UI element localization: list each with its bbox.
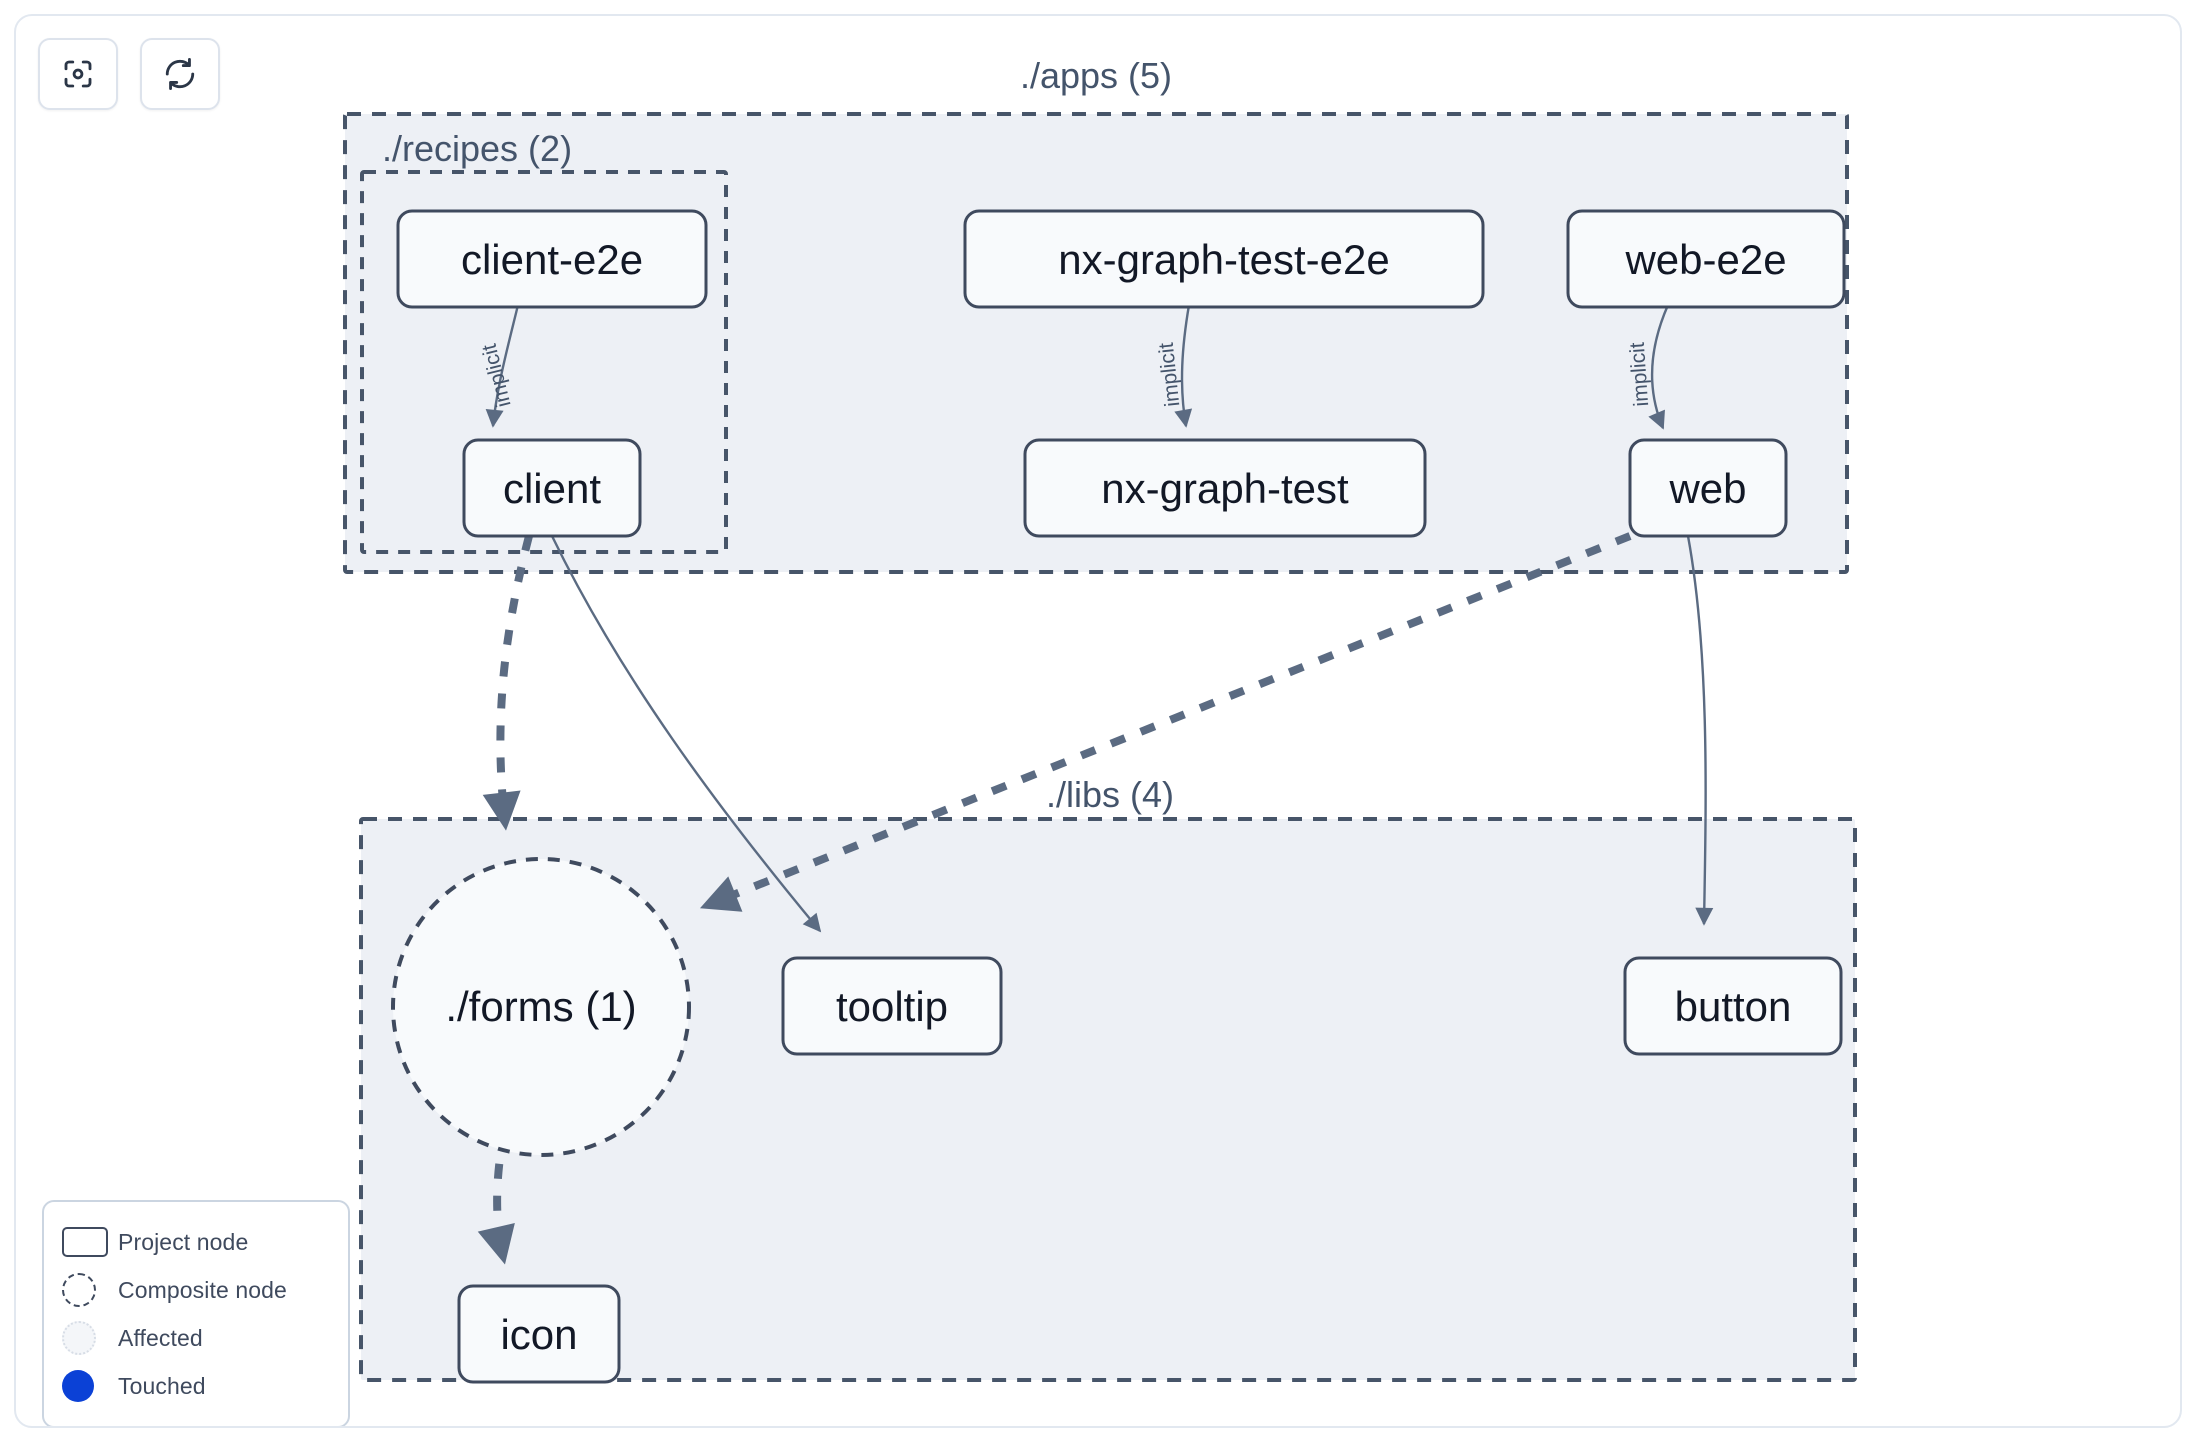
node-box[interactable]: [1628, 438, 1788, 538]
edge-line: [477, 1131, 515, 1265]
edge-line: [699, 532, 1632, 912]
edge-client-to-tooltip[interactable]: [550, 535, 822, 933]
group-libs-label: ./libs (4): [1046, 774, 1174, 815]
edge-label-implicit: implicit: [1626, 341, 1653, 407]
node-nx-graph-test[interactable]: nx-graph-test: [1023, 438, 1427, 538]
group-recipes-label: ./recipes (2): [382, 128, 572, 169]
edge-line: [1686, 535, 1714, 926]
legend-item-project-node: Project node: [62, 1218, 330, 1266]
node-box[interactable]: [1623, 956, 1843, 1056]
edge-forms-to-icon[interactable]: [477, 1131, 515, 1265]
legend-item-composite-node: Composite node: [62, 1266, 330, 1314]
node-label: icon: [500, 1311, 577, 1358]
group-apps-label: ./apps (5): [1020, 55, 1172, 96]
graph-legend: Project node Composite node Affected Tou…: [42, 1200, 350, 1426]
edge-line: [1648, 304, 1670, 430]
affected-node-icon: [62, 1321, 118, 1355]
legend-label: Affected: [118, 1324, 203, 1351]
edge-line: [482, 534, 533, 831]
node-client[interactable]: client: [462, 438, 642, 538]
group-libs-box[interactable]: [359, 817, 1857, 1382]
node-box[interactable]: [963, 209, 1485, 309]
edge-web-to-button[interactable]: [1686, 535, 1714, 926]
edge-line: [1174, 304, 1193, 428]
node-circle[interactable]: [391, 857, 691, 1157]
node-icon[interactable]: icon: [457, 1284, 621, 1384]
node-box[interactable]: [462, 438, 642, 538]
node-box[interactable]: [396, 209, 708, 309]
node-box[interactable]: [781, 956, 1003, 1056]
focus-icon: [60, 56, 96, 92]
node-label: web: [1668, 465, 1746, 512]
node-box[interactable]: [1023, 438, 1427, 538]
refresh-graph-button[interactable]: [140, 38, 220, 110]
edge-client-to-forms[interactable]: [482, 534, 533, 831]
graph-canvas[interactable]: ./apps (5) ./recipes (2) ./libs (4) impl…: [16, 16, 2182, 1428]
project-node-icon: [62, 1227, 118, 1257]
node-label: ./forms (1): [445, 983, 636, 1030]
edge-line: [550, 535, 822, 933]
node-label: web-e2e: [1624, 236, 1786, 283]
refresh-icon: [162, 56, 198, 92]
node-label: nx-graph-test: [1101, 465, 1349, 512]
node-nx-graph-test-e2e[interactable]: nx-graph-test-e2e: [963, 209, 1485, 309]
edge-line: [485, 304, 520, 428]
node-label: client-e2e: [461, 236, 643, 283]
legend-label: Composite node: [118, 1276, 287, 1303]
legend-label: Project node: [118, 1228, 249, 1255]
node-web-e2e[interactable]: web-e2e: [1566, 209, 1846, 309]
node-tooltip[interactable]: tooltip: [781, 956, 1003, 1056]
project-graph-panel: ./apps (5) ./recipes (2) ./libs (4) impl…: [14, 14, 2182, 1428]
node-label: nx-graph-test-e2e: [1058, 236, 1390, 283]
edge-web-e2e-to-web[interactable]: implicit: [1626, 304, 1670, 430]
composite-node-icon: [62, 1273, 118, 1307]
node-label: button: [1675, 983, 1792, 1030]
node-box[interactable]: [457, 1284, 621, 1384]
node-web[interactable]: web: [1628, 438, 1788, 538]
edge-web-to-forms[interactable]: [699, 532, 1632, 912]
node-button[interactable]: button: [1623, 956, 1843, 1056]
legend-item-affected: Affected: [62, 1314, 330, 1362]
node-box[interactable]: [1566, 209, 1846, 309]
touched-node-icon: [62, 1370, 118, 1402]
node-client-e2e[interactable]: client-e2e: [396, 209, 708, 309]
group-libs[interactable]: ./libs (4): [359, 774, 1857, 1382]
node-label: tooltip: [836, 983, 948, 1030]
legend-label: Touched: [118, 1372, 206, 1399]
focus-graph-button[interactable]: [38, 38, 118, 110]
node-forms-composite[interactable]: ./forms (1): [391, 857, 691, 1157]
graph-toolbar: [38, 38, 220, 110]
legend-item-touched: Touched: [62, 1362, 330, 1410]
node-label: client: [503, 465, 601, 512]
